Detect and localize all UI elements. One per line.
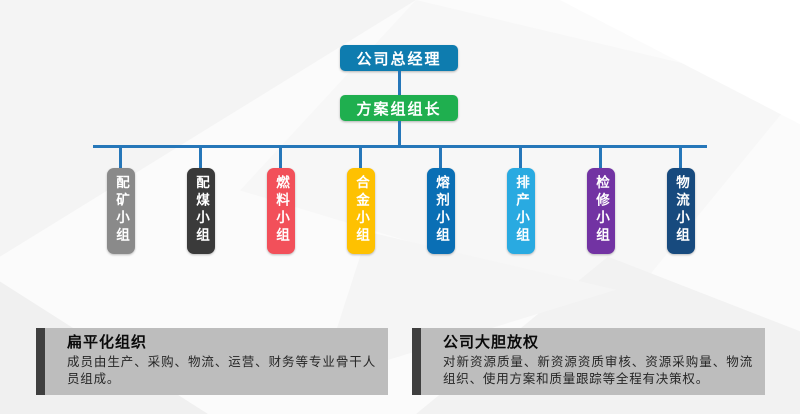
- team-leader-box: 方案组组长: [340, 95, 458, 121]
- connector-drop: [599, 148, 602, 168]
- general-manager-box: 公司总经理: [340, 45, 458, 71]
- group-box-ore-blending: 配矿小组: [107, 168, 135, 254]
- note-panel-delegated-authority: 公司大胆放权 对新资源质量、新资源资质审核、资源采购量、物流组织、使用方案和质量…: [412, 328, 765, 395]
- group-label: 燃料小组: [273, 175, 289, 245]
- group-box-coal-blending: 配煤小组: [187, 168, 215, 254]
- group-box-alloy: 合金小组: [347, 168, 375, 254]
- group-label: 熔剂小组: [433, 175, 449, 245]
- note-title: 公司大胆放权: [443, 333, 540, 351]
- connector-horizontal-bus: [93, 145, 707, 148]
- connector-drop: [199, 148, 202, 168]
- note-body: 成员由生产、采购、物流、运营、财务等专业骨干人员组成。: [67, 354, 376, 386]
- connector-leader-bus: [398, 121, 401, 145]
- connector-drop: [519, 148, 522, 168]
- connector-root-leader: [398, 71, 401, 95]
- connector-drop: [679, 148, 682, 168]
- connector-drop: [359, 148, 362, 168]
- group-label: 配煤小组: [193, 175, 209, 245]
- group-label: 合金小组: [353, 175, 369, 245]
- team-leader-label: 方案组组长: [356, 99, 442, 118]
- general-manager-label: 公司总经理: [356, 49, 442, 68]
- group-label: 检修小组: [593, 175, 609, 245]
- connector-drop: [119, 148, 122, 168]
- group-box-scheduling: 排产小组: [507, 168, 535, 254]
- note-title: 扁平化组织: [67, 333, 148, 351]
- connector-drop: [279, 148, 282, 168]
- group-label: 物流小组: [673, 175, 689, 245]
- group-box-logistics: 物流小组: [667, 168, 695, 254]
- connector-drop: [439, 148, 442, 168]
- group-label: 配矿小组: [113, 175, 129, 245]
- group-label: 排产小组: [513, 175, 529, 245]
- note-panel-flat-organization: 扁平化组织 成员由生产、采购、物流、运营、财务等专业骨干人员组成。: [36, 328, 388, 395]
- group-box-fuel: 燃料小组: [267, 168, 295, 254]
- note-body: 对新资源质量、新资源资质审核、资源采购量、物流组织、使用方案和质量跟踪等全程有决…: [443, 354, 753, 386]
- group-box-flux: 熔剂小组: [427, 168, 455, 254]
- group-box-maintenance: 检修小组: [587, 168, 615, 254]
